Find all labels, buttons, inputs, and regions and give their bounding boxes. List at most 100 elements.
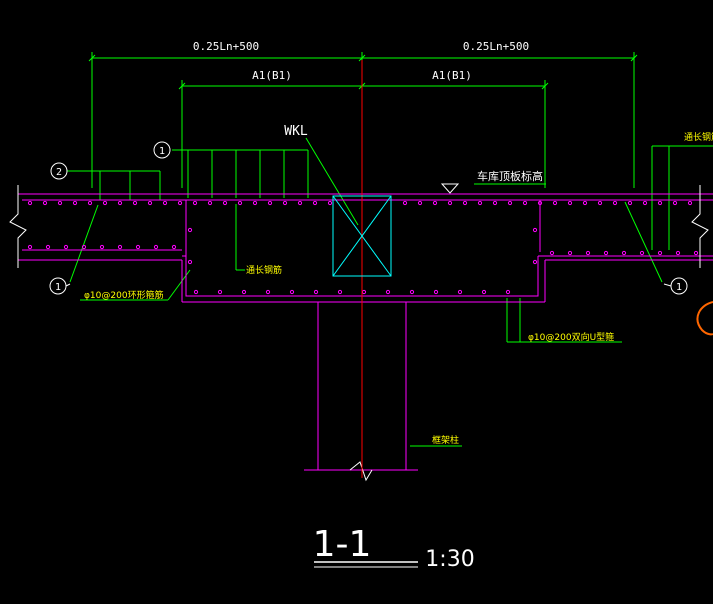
rebar-dot [603, 250, 609, 256]
rebar-dot [621, 250, 627, 256]
rebar-dot [409, 289, 415, 295]
rebar-dot [252, 200, 258, 206]
rebar-dot [532, 259, 538, 265]
rebar-dot [42, 200, 48, 206]
section-title: 1-1 1:30 [313, 524, 475, 572]
dim-outer-right: 0.25Ln+500 [463, 40, 529, 53]
rebar-dot [117, 244, 123, 250]
rebar-dot [549, 250, 555, 256]
rebar-dot [297, 200, 303, 206]
marker-2: 2 [50, 162, 68, 180]
rebar-dot [193, 289, 199, 295]
svg-text:1: 1 [676, 282, 682, 293]
rebar-dot [532, 227, 538, 233]
rebar-dot [237, 200, 243, 206]
rebar-dot [675, 250, 681, 256]
rebar-dot [187, 259, 193, 265]
rebar-dot [537, 200, 543, 206]
rebar-dot [337, 289, 343, 295]
rebar-dot [417, 200, 423, 206]
dim-inner-left: A1(B1) [252, 69, 292, 82]
rebar-dot [627, 200, 633, 206]
rebar-dot [582, 200, 588, 206]
rebar-dot [102, 200, 108, 206]
top-through-bar-label: 通长钢筋 [684, 131, 713, 143]
rebar-dot [385, 289, 391, 295]
rebar-dot [642, 200, 648, 206]
rebar-dot [177, 200, 183, 206]
dimension-lines [67, 52, 713, 447]
marker-1-left: 1 [49, 277, 71, 295]
rebar-dot [162, 200, 168, 206]
rebar-dot [693, 250, 699, 256]
rebar-dot [612, 200, 618, 206]
rebar-dots [27, 200, 699, 295]
beam-box [332, 195, 392, 277]
rebar-dot [313, 289, 319, 295]
rebar-dot [117, 200, 123, 206]
rebar-dot [63, 244, 69, 250]
break-symbols [9, 185, 709, 482]
rebar-dot [462, 200, 468, 206]
elevation-triangle [440, 183, 460, 194]
rebar-dot [672, 200, 678, 206]
dim-inner-right: A1(B1) [432, 69, 472, 82]
marker-1-right: 1 [663, 277, 688, 295]
rebar-dot [72, 200, 78, 206]
rebar-dot [327, 200, 333, 206]
rebar-dot [282, 200, 288, 206]
rebar-dot [361, 289, 367, 295]
rebar-dot [639, 250, 645, 256]
rebar-dot [207, 200, 213, 206]
rebar-dot [265, 289, 271, 295]
stirrup-right-label: φ10@200双向U型箍 [528, 331, 614, 343]
rebar-dot [289, 289, 295, 295]
svg-text:2: 2 [56, 167, 62, 178]
rebar-dot [81, 244, 87, 250]
rebar-dot [597, 200, 603, 206]
svg-text:1: 1 [55, 282, 61, 293]
rebar-dot [492, 200, 498, 206]
svg-text:1: 1 [159, 146, 165, 157]
rebar-dot [135, 244, 141, 250]
rebar-dot [147, 200, 153, 206]
rebar-dot [222, 200, 228, 206]
rebar-dot [457, 289, 463, 295]
rebar-dot [657, 200, 663, 206]
rebar-dot [267, 200, 273, 206]
rebar-dot [657, 250, 663, 256]
rebar-dot [687, 200, 693, 206]
rebar-dot [27, 200, 33, 206]
dim-outer-left: 0.25Ln+500 [193, 40, 259, 53]
rebar-dot [567, 250, 573, 256]
sketch-mark [696, 301, 713, 336]
elevation-label: 车库顶板标高 [477, 169, 543, 183]
rebar-dot [507, 200, 513, 206]
rebar-dot [505, 289, 511, 295]
section-number: 1-1 [313, 524, 372, 565]
rebar-dot [477, 200, 483, 206]
column-label: 框架柱 [432, 434, 459, 446]
rebar-dot [87, 200, 93, 206]
concrete-outline [18, 193, 713, 471]
rebar-dot [99, 244, 105, 250]
rebar-dot [402, 200, 408, 206]
rebar-dot [552, 200, 558, 206]
rebar-dot [132, 200, 138, 206]
through-bar-label: 通长钢筋 [246, 264, 282, 276]
rebar-dot [45, 244, 51, 250]
marker-1-top: 1 [153, 141, 171, 159]
rebar-dot [57, 200, 63, 206]
section-scale: 1:30 [425, 547, 474, 572]
rebar-dot [567, 200, 573, 206]
rebar-dot [432, 200, 438, 206]
rebar-dot [447, 200, 453, 206]
rebar-dot [217, 289, 223, 295]
beam-label: WKL [284, 124, 308, 139]
rebar-dot [312, 200, 318, 206]
rebar-dot [522, 200, 528, 206]
rebar-dot [187, 227, 193, 233]
rebar-dot [585, 250, 591, 256]
